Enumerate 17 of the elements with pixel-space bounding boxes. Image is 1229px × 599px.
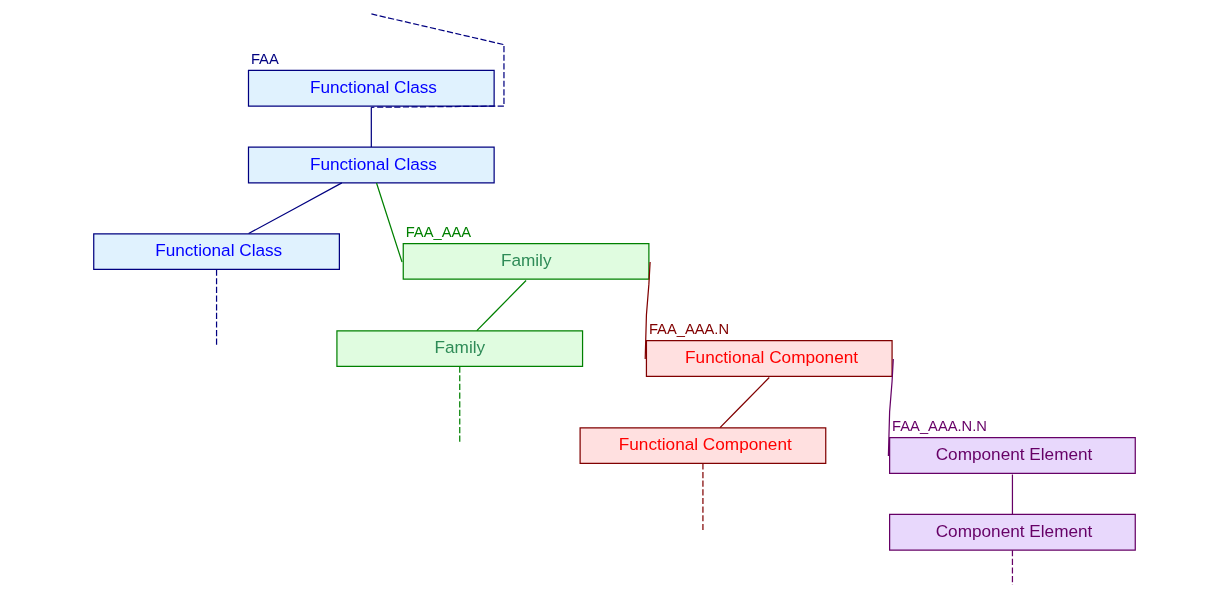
connector [215, 269, 218, 348]
connector [459, 366, 461, 445]
connector [247, 182, 343, 235]
connector [370, 13, 505, 108]
node-label: FAA_AAA.N.N [892, 418, 987, 435]
node-label: FAA [250, 50, 279, 67]
connector [702, 462, 704, 531]
connector [644, 261, 651, 360]
connector [887, 358, 894, 457]
connector [719, 376, 770, 429]
node-label: FAA_AAA [405, 223, 472, 240]
connector [476, 279, 527, 332]
connector [1011, 473, 1014, 515]
connector [370, 106, 372, 148]
connector [375, 182, 403, 263]
connector [1011, 549, 1014, 586]
node-label: FAA_AAA.N [648, 321, 730, 338]
